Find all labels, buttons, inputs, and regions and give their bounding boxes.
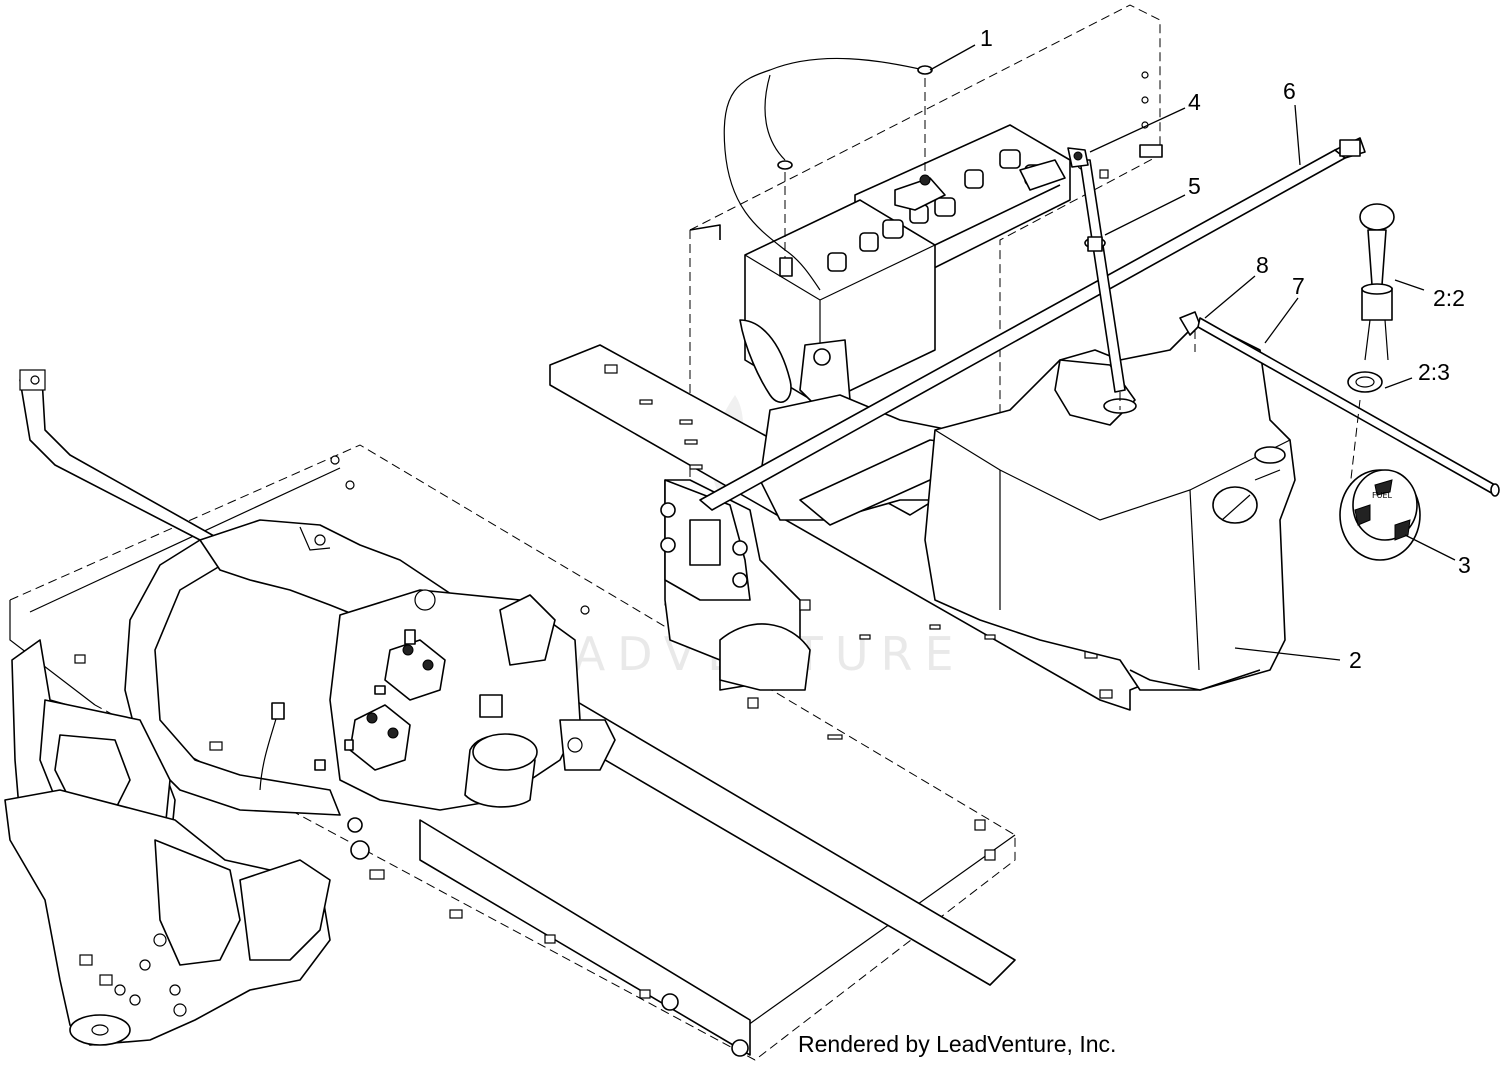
callout-6: 6 [1283, 78, 1296, 104]
callout-1: 1 [980, 25, 993, 51]
part-2-3-grommet [1347, 371, 1383, 506]
battery-module [689, 4, 1163, 511]
fuel-cap-text: FUEL [1372, 491, 1393, 500]
callout-2-3: 2:3 [1418, 359, 1450, 385]
callout-4: 4 [1188, 89, 1201, 115]
part-3-fuel-cap: FUEL [1339, 469, 1421, 561]
callout-2: 2 [1349, 647, 1362, 673]
part-1-cable [723, 57, 933, 291]
battery-terminals [827, 149, 1066, 272]
callout-8: 8 [1256, 252, 1269, 278]
part-2-2-fuel-gauge [1359, 203, 1395, 361]
callouts: 1 4 6 5 8 7 2:2 2:3 3 2 [980, 25, 1471, 673]
render-credit: Rendered by LeadVenture, Inc. [798, 1031, 1117, 1057]
part-6-rod [699, 137, 1366, 511]
front-frame-assembly [4, 369, 1016, 1061]
solenoid-upper [374, 629, 446, 701]
part-7-fuel-line [1197, 317, 1500, 497]
solenoid-lower [314, 704, 411, 771]
leader-lines [929, 44, 1456, 661]
part-4-fitting [1067, 147, 1089, 168]
callout-7: 7 [1292, 273, 1305, 299]
part-5-tube [1079, 159, 1126, 410]
fuel-tank [924, 319, 1296, 691]
callout-5: 5 [1188, 173, 1201, 199]
callout-3: 3 [1458, 552, 1471, 578]
callout-2-2: 2:2 [1433, 285, 1465, 311]
